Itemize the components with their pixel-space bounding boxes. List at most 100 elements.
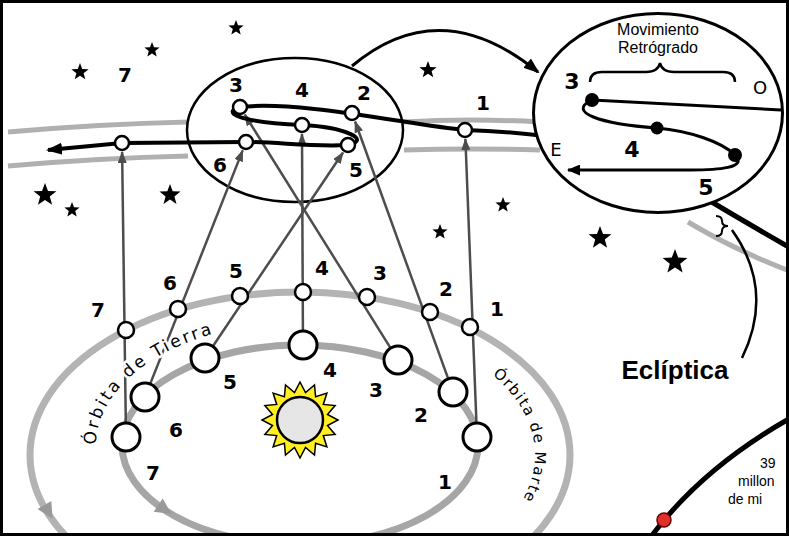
orbit-label: Órbita de Marte bbox=[490, 364, 549, 507]
planet-positions bbox=[112, 100, 491, 451]
ecliptic-band-grey bbox=[404, 120, 540, 122]
star bbox=[64, 202, 79, 217]
ecliptic-callout bbox=[732, 230, 756, 358]
sight-lines bbox=[122, 115, 476, 422]
mars-position bbox=[170, 301, 186, 317]
direction-letter: O bbox=[753, 79, 767, 97]
earth-position bbox=[191, 344, 219, 372]
position-dot bbox=[651, 122, 664, 135]
sight-line bbox=[465, 139, 476, 422]
callout-number: 7 bbox=[146, 463, 160, 483]
direction-letter: E bbox=[550, 141, 561, 159]
ecliptic-label: Eclíptica bbox=[622, 356, 729, 385]
apparent-path bbox=[48, 106, 545, 150]
inset-circle: Movimiento Retrógrado bbox=[532, 12, 784, 214]
sky-position bbox=[239, 135, 253, 149]
brace bbox=[590, 63, 735, 82]
star bbox=[228, 20, 243, 35]
callout-number: 7 bbox=[91, 300, 105, 320]
distance-arc bbox=[657, 513, 671, 527]
star bbox=[160, 184, 181, 204]
sun-rays bbox=[262, 382, 338, 458]
mars-position bbox=[462, 319, 478, 335]
callout-number: 3 bbox=[369, 380, 383, 400]
loop-highlight bbox=[352, 30, 538, 72]
callout-number: 5 bbox=[229, 261, 243, 281]
callout-number: 3 bbox=[564, 71, 579, 93]
callout-number: 2 bbox=[357, 83, 371, 103]
callout-number: 6 bbox=[169, 420, 183, 440]
earth-position bbox=[289, 331, 317, 359]
ecliptic-band-grey bbox=[404, 149, 540, 150]
star bbox=[663, 249, 688, 273]
retrograde-loop bbox=[568, 100, 738, 170]
ecliptic-callout bbox=[700, 195, 787, 358]
callout-number: 1 bbox=[438, 472, 452, 492]
star bbox=[432, 224, 447, 239]
distance-note: de mi bbox=[728, 491, 762, 508]
position-dot bbox=[585, 93, 599, 107]
callout-number: 5 bbox=[349, 160, 363, 180]
sky-position bbox=[295, 118, 309, 132]
star bbox=[144, 42, 159, 57]
callout-number: 1 bbox=[476, 93, 490, 113]
sky-position bbox=[115, 136, 129, 150]
mars-position bbox=[359, 289, 375, 305]
earth-position bbox=[384, 346, 412, 374]
callout-number: 1 bbox=[490, 299, 504, 319]
distance-arc bbox=[650, 420, 787, 536]
orbit-label: Órbita de Tierra bbox=[79, 318, 216, 446]
sight-line bbox=[213, 153, 343, 346]
mars-position bbox=[118, 322, 134, 338]
distance-note: 39 bbox=[760, 455, 776, 472]
orbit-arrow bbox=[38, 501, 53, 519]
callout-number: 3 bbox=[373, 263, 387, 283]
ecliptic-callout bbox=[716, 216, 728, 236]
orbits bbox=[122, 345, 478, 536]
sun-disc bbox=[277, 397, 323, 443]
mars-position bbox=[232, 288, 248, 304]
star bbox=[495, 197, 510, 212]
callout-number: 4 bbox=[323, 360, 337, 380]
sky-position bbox=[458, 123, 472, 137]
callout-number: 6 bbox=[213, 155, 227, 175]
inset-circle-outline bbox=[534, 14, 783, 213]
earth-position bbox=[131, 383, 159, 411]
distance-arc bbox=[650, 420, 787, 536]
callout-number: 2 bbox=[414, 405, 428, 425]
callout-number: 4 bbox=[624, 139, 639, 161]
path-line bbox=[592, 100, 781, 110]
callout-number: 4 bbox=[315, 258, 329, 278]
callout-number: 5 bbox=[223, 372, 237, 392]
callout-number: 6 bbox=[163, 273, 177, 293]
orbits bbox=[30, 292, 570, 536]
sight-line bbox=[355, 122, 448, 378]
callout-number: 7 bbox=[118, 65, 132, 85]
sky-position bbox=[341, 138, 355, 152]
orbits bbox=[30, 292, 570, 536]
sky-position bbox=[345, 106, 359, 120]
distance-note: millon bbox=[738, 473, 775, 490]
sky-position bbox=[233, 100, 247, 114]
callout-number: 5 bbox=[698, 177, 713, 199]
sight-line bbox=[245, 115, 390, 348]
inset-title: Movimiento Retrógrado bbox=[612, 21, 704, 57]
position-dot bbox=[728, 148, 742, 162]
ecliptic-band-grey bbox=[8, 156, 188, 166]
earth-position bbox=[439, 378, 467, 406]
ecliptic-band-grey bbox=[688, 222, 787, 270]
orbit-label: Órbita de Tierra bbox=[79, 318, 216, 446]
star bbox=[589, 226, 612, 248]
mars-position bbox=[295, 284, 311, 300]
ecliptic-band-grey bbox=[8, 122, 188, 132]
inset-drawing bbox=[568, 63, 781, 170]
star bbox=[419, 61, 436, 77]
orbit-label: Órbita de Marte bbox=[490, 364, 549, 507]
sight-line bbox=[151, 150, 243, 383]
callout-number: 3 bbox=[229, 75, 243, 95]
orbit-arrow bbox=[154, 499, 172, 515]
mars-position bbox=[422, 304, 438, 320]
star bbox=[34, 183, 57, 205]
